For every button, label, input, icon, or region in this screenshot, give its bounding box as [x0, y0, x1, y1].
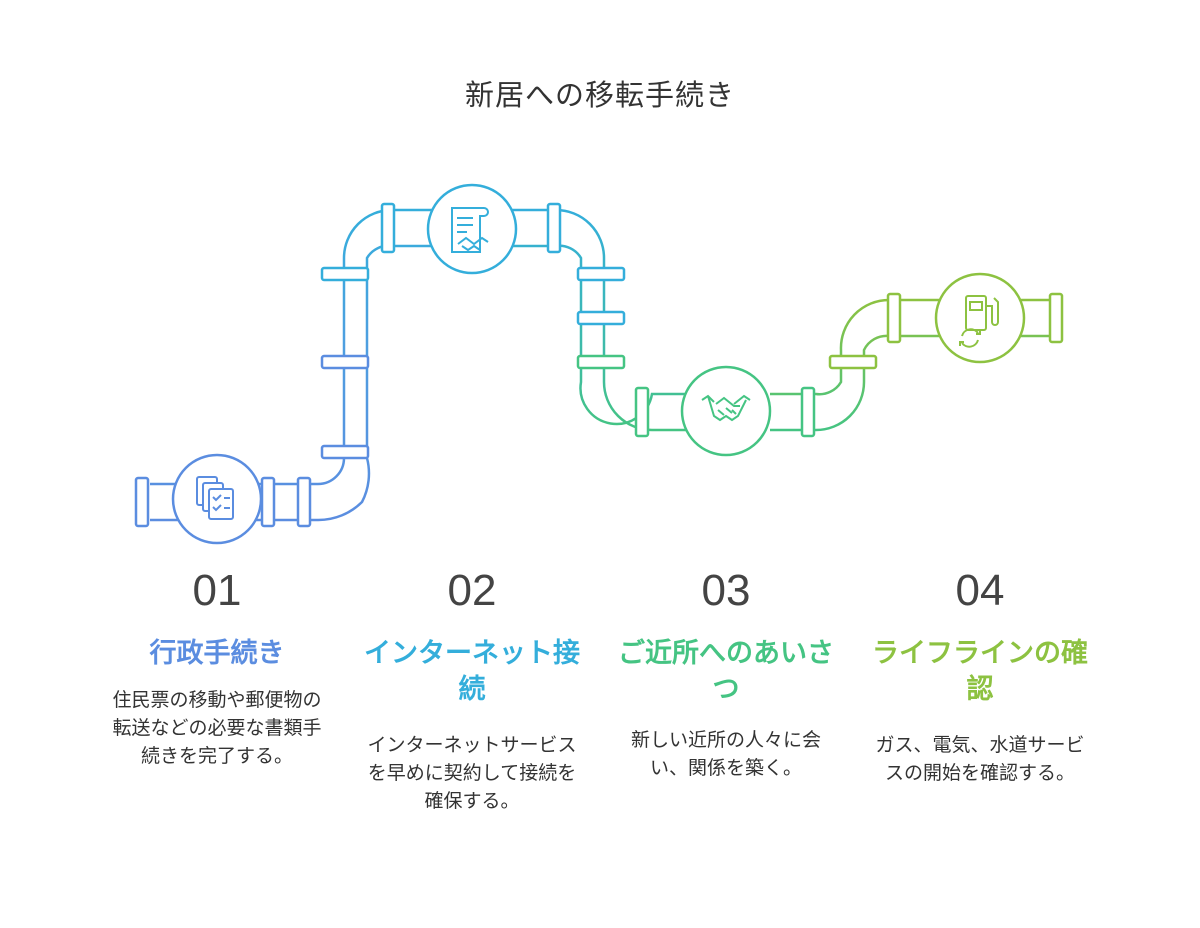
step-2-number: 02	[447, 566, 497, 615]
step-3-number: 03	[701, 566, 751, 615]
step-4-description: ガス、電気、水道サービスの開始を確認する。	[875, 734, 1085, 784]
pipe-segment-1	[150, 208, 440, 522]
pipe-couplings-cyan	[320, 202, 626, 326]
pipeline-diagram	[134, 183, 1064, 545]
step-4-number: 04	[955, 566, 1005, 615]
page-title: 新居への移転手続き	[464, 78, 735, 112]
step-4-heading: ライフラインの確認	[872, 638, 1088, 705]
utilities-refresh-icon	[934, 272, 1026, 364]
step-2-heading: インターネット接続	[364, 638, 580, 705]
handshake-icon	[680, 365, 772, 457]
step-1-number: 01	[192, 566, 242, 615]
documents-checklist-icon	[171, 453, 263, 545]
pipe-couplings-lime	[828, 292, 1064, 370]
step-1-heading: 行政手続き	[149, 638, 285, 669]
contract-handshake-icon	[426, 183, 518, 275]
step-1-description: 住民票の移動や郵便物の転送などの必要な書類手続きを完了する。	[112, 689, 322, 767]
step-3-description: 新しい近所の人々に会い、関係を築く。	[630, 729, 821, 779]
pipe-couplings-green	[576, 354, 816, 438]
step-2-description: インターネットサービスを早めに契約して接続を確保する。	[367, 734, 577, 812]
step-3-heading: ご近所へのあいさつ	[618, 638, 834, 705]
pipe-couplings-blue	[134, 354, 370, 528]
